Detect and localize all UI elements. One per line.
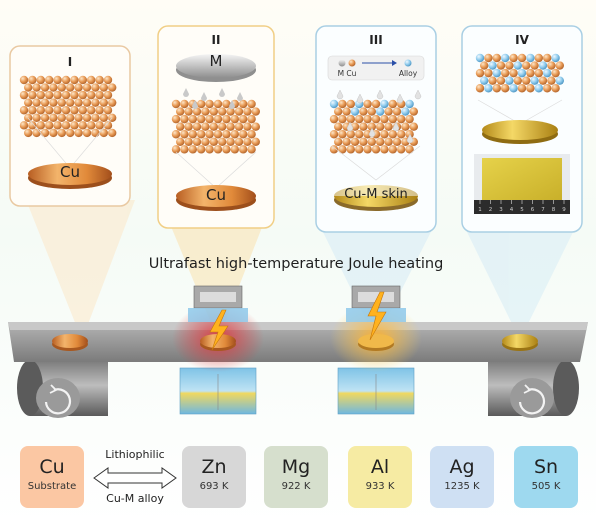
conveyor-belt [8,322,588,362]
left-rotation-icon [44,384,72,415]
panel-I-cu-disc: Cu [27,117,113,189]
element-tile-sn: Sn 505 K [514,446,578,508]
ruler-tick-label: 6 [531,207,535,213]
panel-III-legend: M Cu Alloy [327,55,425,81]
element-temperature: 693 K [199,481,229,492]
sample-II [200,334,236,351]
projection-beams [26,200,576,340]
headline: Ultrafast high-temperature Joule heating [149,256,444,272]
ruler-tick-label: 7 [541,207,545,213]
element-symbol: Al [370,456,390,478]
substrate-subtitle: Substrate [27,481,77,492]
panel-III-cu-m-disc: Cu-M skin [331,145,421,211]
left-roller [17,360,108,418]
press-II-upper [188,285,248,322]
panel-II-numeral: II [212,33,221,47]
ruler-tick-label: 8 [552,207,556,213]
press-II-lower [179,367,257,415]
panel-IV-numeral: IV [515,33,529,47]
panel-IV-alloy-lattice [475,53,564,93]
ruler-tick-label: 2 [489,207,493,213]
element-symbol: Sn [533,456,559,478]
sample-III [358,334,394,351]
element-symbol: Mg [281,456,311,478]
ruler-tick-label: 5 [520,207,524,213]
panel-II-disc-label: Cu [206,186,226,204]
lightning-icon-III [367,291,387,341]
element-tile-ag: Ag 1235 K [430,446,494,508]
panel-III-lattice [329,99,418,154]
element-symbol: Zn [201,456,227,478]
ruler-tick-label: 9 [562,207,566,213]
schematic: I II III IV Cu M Cu M Cu Alloy [8,25,588,418]
panel-III-numeral: III [369,33,382,47]
panel-I-numeral: I [68,55,72,69]
element-symbol: Ag [449,456,475,478]
panel-III-disc-label: Cu-M skin [344,187,408,202]
element-temperature: 922 K [281,481,311,492]
panel-IV-alloy-disc [477,99,563,144]
element-temperature: 505 K [531,481,561,492]
panel-I-cu-lattice [19,75,117,138]
ruler-tick-label: 4 [510,207,514,213]
panel-II-cu-disc: Cu [175,151,257,211]
right-rotation-icon [518,384,546,415]
substrate-tile: Cu Substrate [20,446,84,508]
panel-III-legend-left: M Cu [338,69,357,78]
panel-II-vapor-drops [183,88,243,109]
lightning-icon-II [209,309,229,351]
panel-III-vapor-drops [336,89,422,144]
double-arrow-icon [93,467,177,489]
panel-I-disc-label: Cu [60,163,80,181]
panel-II-m-label: M [210,52,223,70]
element-tile-zn: Zn 693 K [182,446,246,508]
press-III-lower [337,367,415,415]
ruler-tick-label: 1 [478,207,482,213]
sample-IV [502,334,538,351]
panel-II-m-source: M [176,52,256,82]
panel-II-cu-lattice [171,99,260,154]
element-tile-al: Al 933 K [348,446,412,508]
panel-III-legend-right: Alloy [399,69,418,78]
arrow-top-label: Lithiophilic [105,448,165,461]
ruler-tick-label: 3 [499,207,503,213]
sample-I [52,334,88,351]
substrate-symbol: Cu [39,456,65,478]
element-temperature: 933 K [365,481,395,492]
lithiophilic-arrow: Lithiophilic Cu-M alloy [92,446,178,508]
element-temperature: 1235 K [444,481,480,492]
element-tile-mg: Mg 922 K [264,446,328,508]
arrow-bottom-label: Cu-M alloy [106,492,164,505]
